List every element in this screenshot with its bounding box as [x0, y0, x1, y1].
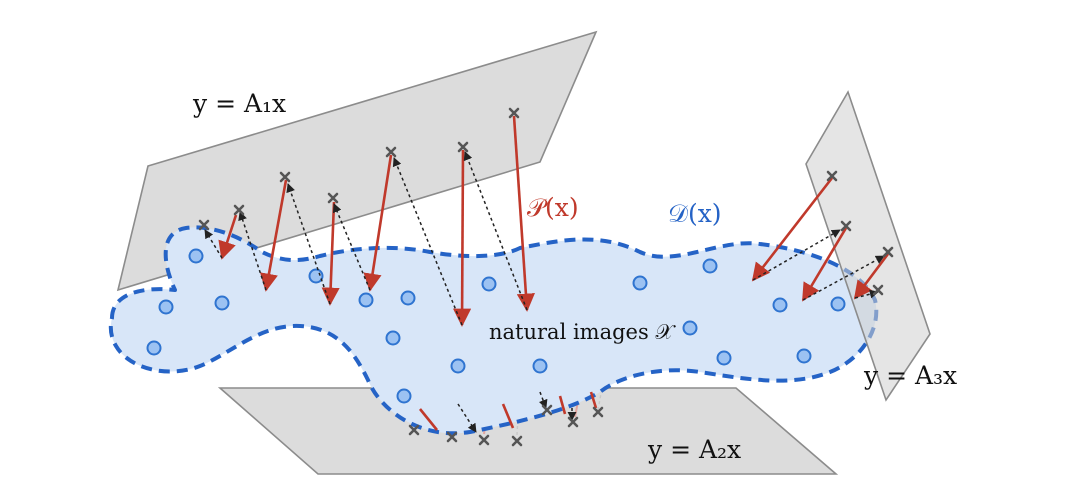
cross-marker	[198, 219, 210, 231]
manifold-point	[188, 248, 204, 264]
denoise-arrows-plane-1	[204, 151, 528, 326]
manifold-label: natural images 𝒳	[489, 320, 676, 344]
manifold-point	[308, 268, 324, 284]
manifold-point	[358, 292, 374, 308]
manifold-point	[796, 348, 812, 364]
manifold-point	[396, 388, 412, 404]
cross-marker	[385, 146, 397, 158]
cross-marker	[541, 404, 553, 416]
manifold-point	[158, 299, 174, 315]
cross-marker	[872, 284, 884, 296]
measurement-plane-1	[116, 30, 598, 292]
manifold-point	[481, 276, 497, 292]
projection-arrows-plane-1	[218, 115, 535, 327]
cross-marker	[233, 204, 245, 216]
cross-marker	[567, 416, 579, 428]
manifold-point	[702, 258, 718, 274]
plane-2-label: y = A₂x	[647, 435, 741, 464]
cross-marker	[508, 107, 520, 119]
manifold-point	[716, 350, 732, 366]
cross-marker	[327, 192, 339, 204]
cross-marker	[882, 246, 894, 258]
projection-arrows-plane-2	[418, 391, 598, 431]
cross-marker	[457, 141, 469, 153]
measurement-plane-3	[805, 90, 931, 402]
manifold-point	[385, 330, 401, 346]
manifold-points	[146, 248, 846, 404]
cross-marker	[478, 434, 490, 446]
manifold-point	[146, 340, 162, 356]
denoiser-operator-label: 𝒟(x)	[668, 199, 722, 228]
cross-marker	[592, 406, 604, 418]
denoise-arrows-plane-2	[457, 391, 577, 433]
manifold-point	[682, 320, 698, 336]
projection-operator-label: 𝒫(x)	[527, 193, 579, 222]
manifold-point	[400, 290, 416, 306]
manifold-point	[830, 296, 846, 312]
manifold-point	[450, 358, 466, 374]
plane-3-label: y = A₃x	[863, 361, 957, 390]
cross-marker	[840, 220, 852, 232]
cross-marker	[408, 424, 420, 436]
measurement-crosses	[198, 107, 894, 447]
plane-1-label: y = A₁x	[192, 89, 286, 118]
manifold-point	[214, 295, 230, 311]
manifold-point	[632, 275, 648, 291]
cross-marker	[446, 431, 458, 443]
cross-marker	[826, 170, 838, 182]
natural-image-manifold	[108, 225, 879, 436]
manifold-point	[772, 297, 788, 313]
manifold-point	[532, 358, 548, 374]
cross-marker	[279, 171, 291, 183]
cross-marker	[511, 435, 523, 447]
